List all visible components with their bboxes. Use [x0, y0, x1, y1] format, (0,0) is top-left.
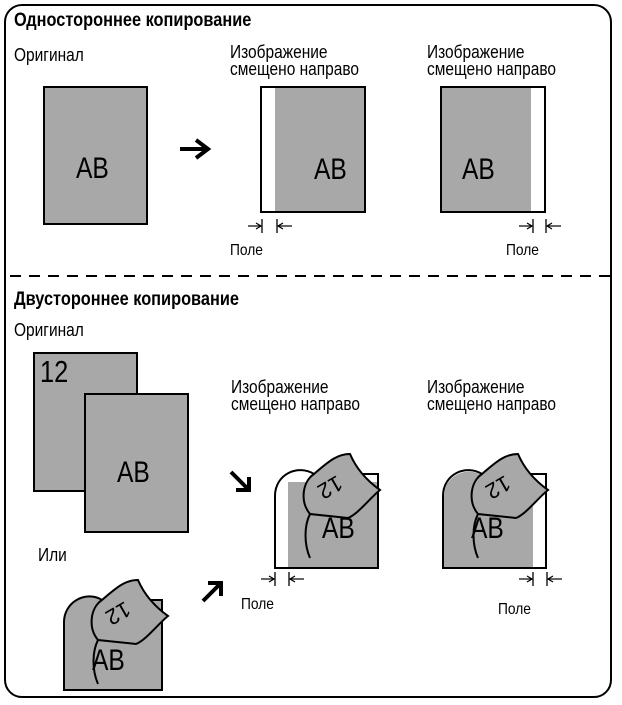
image-text: AB — [117, 456, 150, 489]
result-caption-line2: смещено направо — [427, 59, 557, 79]
arrow-up-right-icon — [201, 581, 223, 603]
double-sided-title: Двустороннее копирование — [14, 289, 239, 310]
section-divider — [10, 275, 610, 277]
margin-label: Поле — [506, 242, 539, 259]
illustration-frame — [4, 4, 612, 698]
result-caption-line2: смещено направо — [230, 59, 360, 79]
margin-arrows-icon — [519, 572, 562, 586]
result-caption-line2: смещено направо — [427, 394, 557, 414]
arrow-right-icon — [180, 138, 212, 160]
image-text: AB — [76, 152, 109, 185]
image-text: AB — [314, 153, 347, 186]
copy-page-margin: AB — [440, 86, 546, 213]
margin-label: Поле — [241, 596, 274, 613]
original-label: Оригинал — [14, 45, 84, 65]
result-caption-line1: Изображение — [427, 42, 525, 62]
copy-page-shifted: AB — [260, 86, 366, 213]
image-text: AB — [471, 512, 504, 545]
result-caption-line1: Изображение — [231, 377, 329, 397]
curled-original-page: 12 — [63, 578, 170, 691]
page-number-text: 12 — [40, 354, 69, 389]
result-caption-line1: Изображение — [230, 42, 328, 62]
image-area — [442, 88, 531, 211]
image-text: AB — [92, 644, 125, 677]
original-page: AB — [43, 86, 148, 225]
shifted-image-area — [275, 88, 364, 211]
or-label: Или — [38, 545, 67, 565]
result-caption-line1: Изображение — [427, 377, 525, 397]
margin-arrows-icon — [261, 572, 304, 586]
margin-label: Поле — [498, 601, 531, 618]
image-text: AB — [322, 512, 355, 545]
margin-arrows-icon — [248, 219, 292, 233]
result-caption-line2: смещено направо — [231, 394, 361, 414]
curled-copy-shifted: 12 — [274, 452, 382, 569]
arrow-down-right-icon — [229, 470, 251, 492]
image-text: AB — [462, 153, 495, 186]
single-sided-title: Одностороннее копирование — [14, 10, 252, 31]
original-page-front: AB — [84, 393, 189, 533]
margin-arrows-icon — [519, 219, 561, 233]
original-label: Оригинал — [14, 320, 84, 340]
curled-copy-margin: 12 — [442, 452, 550, 569]
margin-label: Поле — [230, 242, 263, 259]
